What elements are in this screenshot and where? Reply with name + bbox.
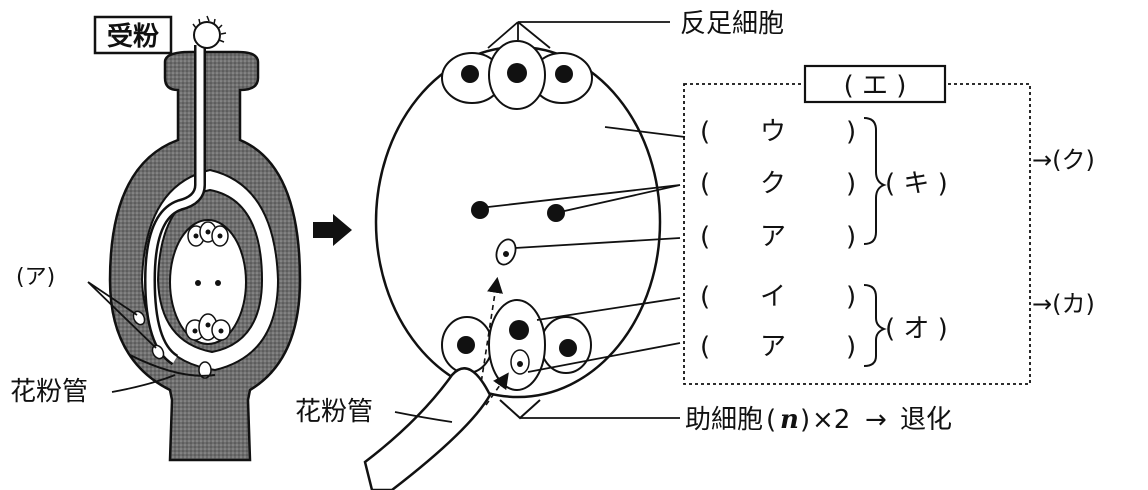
svg-text:(: (	[700, 117, 710, 147]
polar-nucleus	[471, 201, 489, 219]
group-ki: ( キ )	[885, 169, 948, 199]
micropyle-tube	[129, 354, 216, 377]
pistil-figure: 受粉 (ア) 花粉管	[10, 15, 302, 462]
small-antipodals	[187, 221, 229, 247]
embryo-sac-small	[169, 219, 247, 345]
synergid-note: 助細胞 ( n ) ×2 → 退化	[685, 405, 952, 435]
stamp-box	[93, 15, 173, 55]
polar-nucleus	[547, 204, 565, 222]
sperm-path-2	[485, 372, 509, 406]
tube-nucleus	[198, 361, 212, 379]
box-title-frame	[803, 64, 947, 104]
svg-text:): )	[846, 117, 856, 147]
svg-text:ア: ア	[760, 222, 786, 252]
svg-text:): )	[846, 169, 856, 199]
svg-text:): )	[846, 332, 856, 362]
svg-text:): )	[846, 282, 856, 312]
svg-text:(: (	[766, 405, 776, 435]
pollen-tube-right	[363, 367, 492, 490]
row-a2: ( ア )	[700, 332, 856, 362]
label-a-leader	[87, 281, 157, 349]
label-pollen-tube-left: 花粉管	[10, 377, 88, 407]
leader-u	[604, 126, 686, 138]
svg-text:(: (	[700, 222, 710, 252]
antipodal-cells	[441, 40, 593, 110]
svg-text:退化: 退化	[900, 405, 952, 435]
label-pollen-tube-right: 花粉管	[295, 397, 373, 427]
svg-text:): )	[800, 405, 810, 435]
small-polar-nucleus	[215, 280, 221, 286]
svg-text:→: →	[865, 405, 887, 435]
row-u: ( ウ )	[700, 117, 856, 147]
svg-text:n: n	[780, 405, 799, 435]
svg-text:ア: ア	[760, 332, 786, 362]
label-a-left: (ア)	[16, 265, 55, 290]
transition-arrow	[313, 214, 352, 246]
row-a1: ( ア )	[700, 222, 856, 252]
stamp-label: 受粉	[107, 21, 159, 52]
output-ka: →(カ)	[1032, 290, 1095, 318]
sperm-path-1	[479, 276, 503, 391]
svg-text:助細胞: 助細胞	[685, 405, 763, 435]
svg-text:(: (	[700, 282, 710, 312]
svg-text:): )	[846, 222, 856, 252]
group-o: ( オ )	[885, 314, 948, 344]
svg-text:ウ: ウ	[760, 117, 786, 147]
brace-upper	[863, 117, 887, 245]
pollen-tube-leader-right	[394, 411, 453, 423]
svg-text:(: (	[700, 332, 710, 362]
dotted-box	[683, 83, 1031, 385]
pollen-tube-leader-left	[111, 374, 176, 393]
small-egg-apparatus	[185, 313, 231, 341]
pollen-grain	[193, 21, 221, 49]
box-title: ( エ )	[844, 71, 907, 101]
svg-text:イ: イ	[760, 282, 786, 312]
svg-text:×2: ×2	[812, 405, 850, 435]
embryo-sac-figure: 反足細胞 花粉管	[295, 9, 784, 490]
egg-apparatus	[441, 299, 592, 391]
leader-a1	[514, 237, 681, 249]
row-ku: ( ク )	[700, 169, 856, 199]
brace-lower	[863, 284, 887, 367]
leader-i	[536, 297, 681, 321]
leader-ku	[487, 184, 681, 213]
svg-text:(: (	[700, 169, 710, 199]
leader-a2	[527, 342, 681, 373]
label-rows: ( ウ ) ( ク ) ( ア ) ( イ ) ( ア )	[700, 117, 856, 362]
sperm-nucleus	[503, 251, 509, 257]
svg-text:ク: ク	[760, 169, 786, 199]
label-antipodal: 反足細胞	[680, 9, 784, 39]
pollen-spikes	[192, 15, 227, 43]
micropyle-point	[499, 399, 541, 420]
output-ku: →(ク)	[1032, 146, 1095, 174]
pollen-tube-inner	[146, 45, 204, 363]
antipodal-leader	[487, 21, 670, 49]
small-polar-nucleus	[195, 280, 201, 286]
row-i: ( イ )	[700, 282, 856, 312]
